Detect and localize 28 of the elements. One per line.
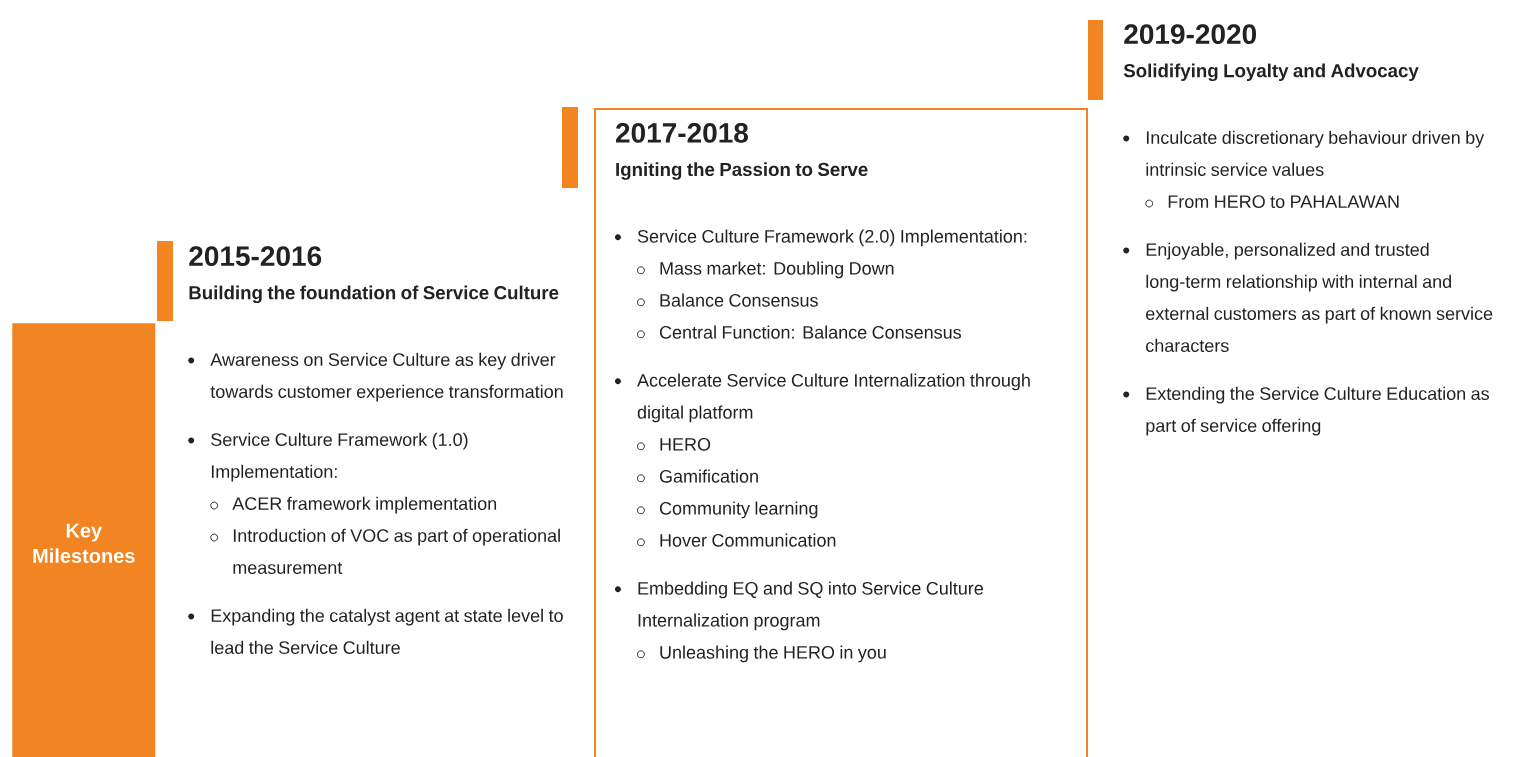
year-heading: 2019-2020 (1124, 24, 1256, 45)
label-box: Key Milestones (12, 323, 156, 757)
sub-bullet-item: From HERO to PAHALAWAN (1145, 195, 1399, 208)
bullet-item: Extending the Service Culture Education as part of service offering (1123, 386, 1489, 436)
bullet-item: Enjoyable, personalized and trusted long-term relationship with internal and external customers as part of known service characters (1123, 242, 1493, 352)
year-heading: 2017-2018 (615, 123, 748, 143)
bullet-item: Accelerate Service Culture Internalization through digital platform (615, 373, 1030, 423)
sub-bullet-item: ACER framework implementation (210, 496, 497, 514)
sub-bullet-item: Hover Communication (637, 533, 836, 547)
year-heading: 2015-2016 (189, 246, 322, 267)
sub-bullet-item: Unleashing the HERO in you (637, 645, 886, 663)
bullet-item: Embedding EQ and SQ into Service Culture Internalization program (615, 581, 983, 631)
bullet-item: Awareness on Service Culture as key driver towards customer experience transformation (188, 352, 563, 402)
sub-bullet-item: Gamification (637, 469, 758, 483)
subtitle-heading: Solidifying Loyalty and Advocacy (1123, 63, 1419, 82)
bullet-item: Inculcate discretionary behaviour driven by intrinsic service values (1123, 130, 1485, 176)
bullet-item: Service Culture Framework (1.0) Implementation: (188, 432, 468, 482)
sub-bullet-item: HERO (637, 438, 711, 451)
sub-bullet-item: Mass market: Doubling Down (637, 261, 894, 279)
sub-bullet-item: Balance Consensus (637, 293, 818, 307)
bullet-item: Expanding the catalyst agent at state level to lead the Service Culture (188, 608, 563, 654)
sub-bullet-item: Introduction of VOC as part of operational measurement (210, 528, 560, 574)
sub-bullet-item: Community learning (637, 501, 818, 519)
period-box (594, 108, 1088, 757)
subtitle-heading: Building the foundation of Service Culture (189, 285, 559, 304)
bullet-item: Service Culture Framework (2.0) Implementation: (615, 229, 1027, 247)
subtitle-heading: Igniting the Passion to Serve (616, 162, 868, 180)
sub-bullet-item: Central Function: Balance Consensus (637, 325, 961, 339)
